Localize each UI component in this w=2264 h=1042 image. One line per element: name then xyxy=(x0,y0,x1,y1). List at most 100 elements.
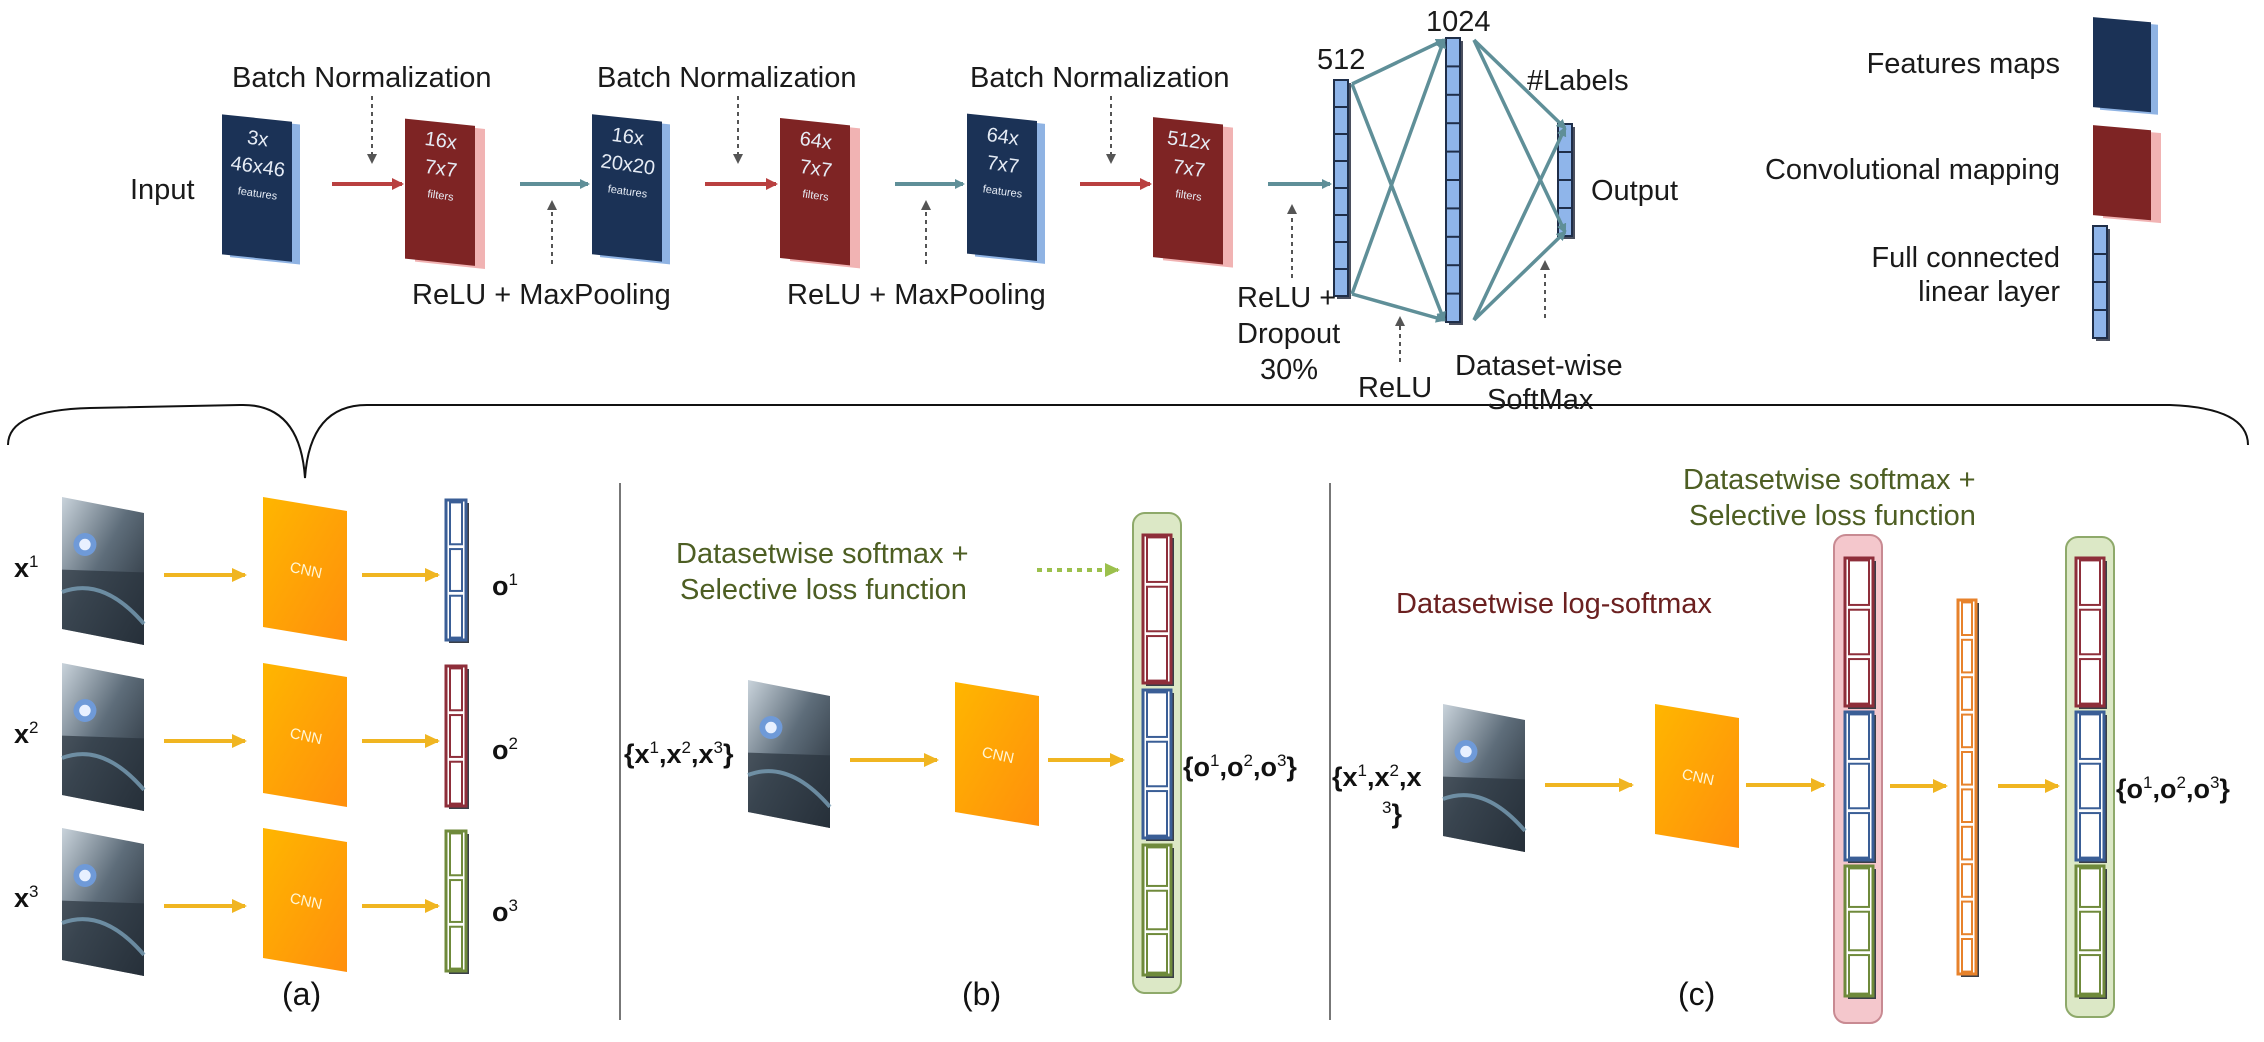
cube-label-2-line-3: filters xyxy=(427,188,455,204)
panel-a-output-bar-2 xyxy=(444,664,469,809)
conv-filter-block-3 xyxy=(1153,117,1233,268)
panel-a-cnn-3: CNN xyxy=(263,828,347,972)
dataset-softmax-line-2: SoftMax xyxy=(1487,384,1594,416)
legend-features-swatch xyxy=(2093,17,2158,115)
cube-label-4-line-1: 64x xyxy=(798,128,833,154)
output-label: Output xyxy=(1591,175,1679,207)
panel-c-log-segment-2 xyxy=(1843,710,1876,863)
feature-map-block-1 xyxy=(222,114,300,265)
section-brace xyxy=(7,403,2249,479)
panel-c-log-segment-3 xyxy=(1843,864,1876,999)
panel-a-caption: (a) xyxy=(282,976,322,1012)
dataset-softmax-line-1: Dataset-wise xyxy=(1455,350,1623,382)
legend-conv-label: Convolutional mapping xyxy=(1764,154,2060,186)
input-label: Input xyxy=(130,174,195,206)
cube-label-1-line-3: features xyxy=(237,185,279,202)
cube-label-6-line-3: filters xyxy=(1175,188,1203,204)
cube-label-2-line-1: 16x xyxy=(423,128,458,154)
panel-a-image-3 xyxy=(61,828,146,976)
panel-b-image xyxy=(747,680,832,828)
batch-norm-label-3: Batch Normalization xyxy=(970,62,1230,94)
panel-c-input-set: {x1,x2,x xyxy=(1332,761,1422,792)
legend-fc-label-1: Full connected xyxy=(1871,242,2060,274)
panel-a-cnn-2-label: CNN xyxy=(288,725,323,748)
fc-layer-1024 xyxy=(1445,37,1463,325)
panel-b-note-line-1: Datasetwise softmax + xyxy=(676,538,969,570)
panel-c-segment-1 xyxy=(2074,556,2107,709)
panel-b-cnn-label: CNN xyxy=(980,744,1015,767)
panel-a-input-2: x2 xyxy=(14,718,39,749)
batch-norm-label-1: Batch Normalization xyxy=(232,62,492,94)
panel-c-caption: (c) xyxy=(1678,976,1716,1012)
cube-label-2-line-2: 7x7 xyxy=(423,156,458,182)
feature-map-block-2 xyxy=(592,114,670,265)
relu-dropout-line-3: 30% xyxy=(1260,354,1319,386)
cube-label-4-line-2: 7x7 xyxy=(798,156,833,182)
cube-label-5-line-1: 64x xyxy=(985,124,1020,150)
panel-a-cnn-1: CNN xyxy=(263,497,347,641)
panel-c-image xyxy=(1442,704,1527,852)
legend-features-label: Features maps xyxy=(1866,48,2060,80)
panel-c-cnn-label: CNN xyxy=(1680,766,1715,789)
cube-label-3-line-1: 16x xyxy=(610,124,645,150)
panel-b-cnn: CNN xyxy=(955,682,1039,826)
panel-c-segment-3 xyxy=(2074,864,2107,999)
relu-maxpool-label-1: ReLU + MaxPooling xyxy=(412,279,671,311)
panel-b-segment-2 xyxy=(1141,688,1174,841)
fc-connections xyxy=(1350,38,1567,323)
legend-fc-swatch xyxy=(2092,225,2110,341)
cube-label-6-line-2: 7x7 xyxy=(1171,156,1206,182)
fc-size-512: 512 xyxy=(1317,44,1366,76)
panel-b-output-set: {o1,o2,o3} xyxy=(1183,751,1297,782)
panel-c-intermediate-bar xyxy=(1956,598,1979,977)
panel-a-output-2: o2 xyxy=(492,734,518,765)
panel-c-output-set: {o1,o2,o3} xyxy=(2116,773,2230,804)
labels-count: #Labels xyxy=(1527,65,1629,97)
legend-fc-label-2: linear layer xyxy=(1918,276,2060,308)
relu-maxpool-label-2: ReLU + MaxPooling xyxy=(787,279,1046,311)
relu-dropout-line-1: ReLU + xyxy=(1237,282,1337,314)
panel-c-segment-2 xyxy=(2074,710,2107,863)
panel-c-note-green-line-2: Selective loss function xyxy=(1689,500,1976,532)
panel-a-output-3: o3 xyxy=(492,896,518,927)
panel-b-caption: (b) xyxy=(962,976,1002,1012)
conv-filter-block-2 xyxy=(780,117,860,269)
cube-label-1-line-1: 3x xyxy=(246,127,270,152)
relu-dropout-line-2: Dropout xyxy=(1237,318,1341,350)
conv-filter-block-1 xyxy=(405,118,485,269)
feature-map-block-3 xyxy=(967,113,1045,264)
panel-b-input-set: {x1,x2,x3} xyxy=(624,738,734,769)
panel-b-note-line-2: Selective loss function xyxy=(680,574,967,606)
panel-c-log-segment-1 xyxy=(1843,556,1876,709)
panel-a-output-bar-1 xyxy=(444,498,469,643)
panel-a-image-2 xyxy=(61,663,146,811)
batch-norm-label-2: Batch Normalization xyxy=(597,62,857,94)
panel-c-note-red: Datasetwise log-softmax xyxy=(1396,588,1712,620)
panel-c-input-set-wrap: 3} xyxy=(1382,798,1402,829)
cube-label-5-line-3: features xyxy=(982,183,1024,200)
panel-a-cnn-2: CNN xyxy=(263,663,347,807)
cube-label-5-line-2: 7x7 xyxy=(985,152,1020,178)
panel-a-input-1: x1 xyxy=(14,552,39,583)
fc-size-1024: 1024 xyxy=(1426,6,1491,38)
panel-c-cnn: CNN xyxy=(1655,704,1739,848)
panel-a-image-1 xyxy=(61,497,146,645)
relu-label: ReLU xyxy=(1358,372,1433,404)
cube-label-4-line-3: filters xyxy=(802,188,830,204)
panel-a-output-1: o1 xyxy=(492,570,518,601)
fc-layer-output xyxy=(1557,123,1575,239)
panel-a-output-bar-3 xyxy=(444,829,469,974)
panel-c-note-green-line-1: Datasetwise softmax + xyxy=(1683,464,1976,496)
panel-a-cnn-3-label: CNN xyxy=(288,890,323,913)
panel-a-cnn-1-label: CNN xyxy=(288,559,323,582)
panel-a-input-3: x3 xyxy=(14,882,39,913)
cube-label-3-line-3: features xyxy=(607,183,649,200)
legend-conv-swatch xyxy=(2093,125,2161,224)
panel-b-segment-3 xyxy=(1141,843,1174,978)
